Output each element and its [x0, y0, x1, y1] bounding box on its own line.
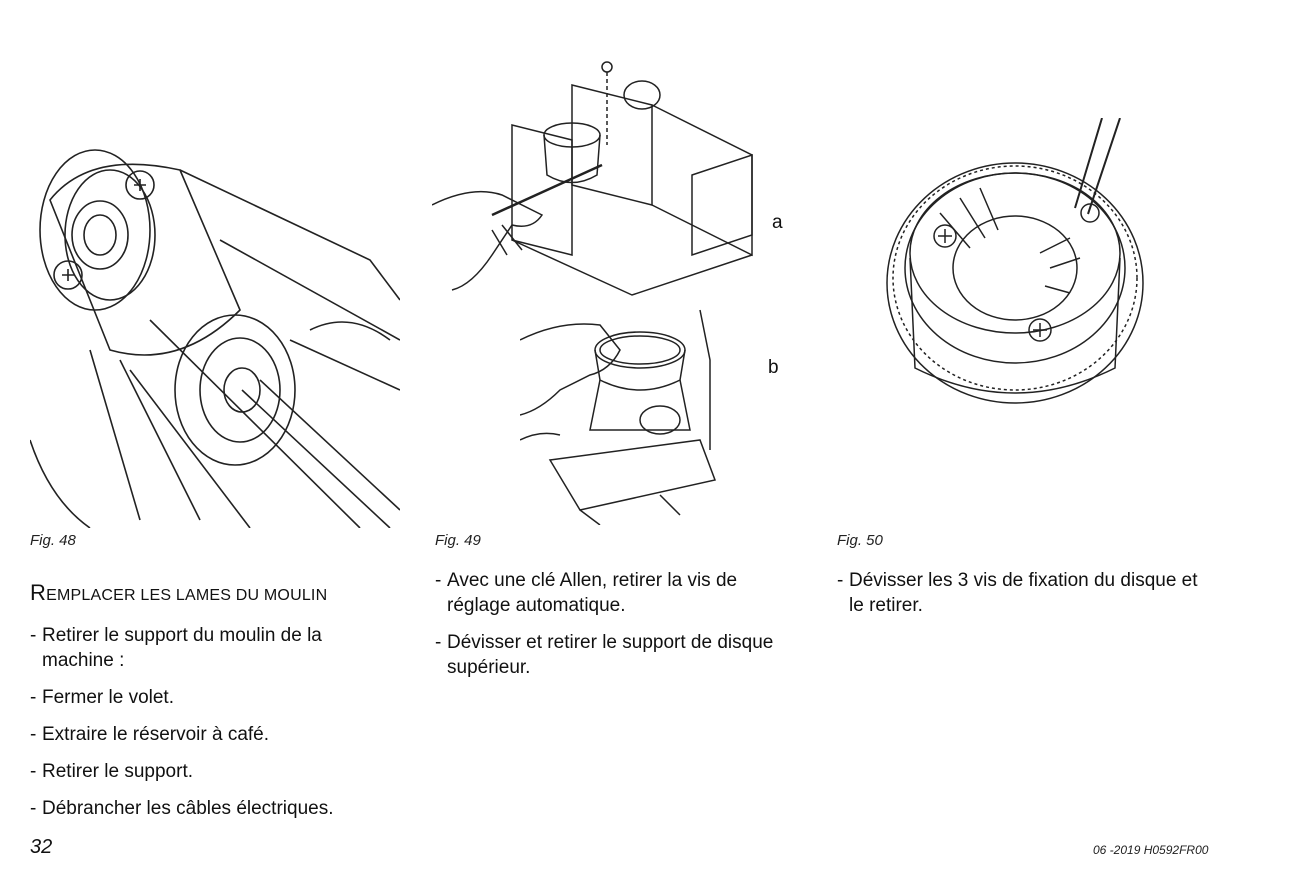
column2-steps-list: Avec une clé Allen, retirer la vis de ré…: [435, 568, 805, 680]
page-number: 32: [30, 836, 53, 858]
figure-50-illustration: [880, 118, 1155, 428]
column3-steps-list: Dévisser les 3 vis de fixation du disque…: [837, 568, 1212, 618]
list-item: Dévisser et retirer le support de disque…: [435, 630, 805, 680]
figure-48-illustration: [30, 140, 400, 528]
figure-49a-illustration: [432, 55, 762, 300]
heading-initial: R: [30, 580, 47, 605]
figure-48-caption: Fig. 48: [30, 532, 76, 549]
figure-49-label-a: a: [772, 212, 783, 233]
list-item: Extraire le réservoir à café.: [30, 722, 390, 747]
section-steps-list: Retirer le support du moulin de la machi…: [30, 623, 390, 821]
figure-49b-illustration: [520, 300, 720, 525]
document-code: 06 -2019 H0592FR00: [1093, 843, 1209, 857]
list-item: Retirer le support.: [30, 759, 390, 784]
list-item: Dévisser les 3 vis de fixation du disque…: [837, 568, 1212, 618]
figure-49-label-b: b: [768, 357, 779, 378]
figure-50-caption: Fig. 50: [837, 532, 883, 549]
list-item: Fermer le volet.: [30, 685, 390, 710]
figure-49-caption: Fig. 49: [435, 532, 481, 549]
heading-rest: emplacer les lames du moulin: [46, 587, 328, 604]
list-item: Débrancher les câbles électriques.: [30, 796, 390, 821]
section-heading: Remplacer les lames du moulin: [30, 580, 327, 606]
list-item: Retirer le support du moulin de la machi…: [30, 623, 390, 673]
list-item: Avec une clé Allen, retirer la vis de ré…: [435, 568, 805, 618]
